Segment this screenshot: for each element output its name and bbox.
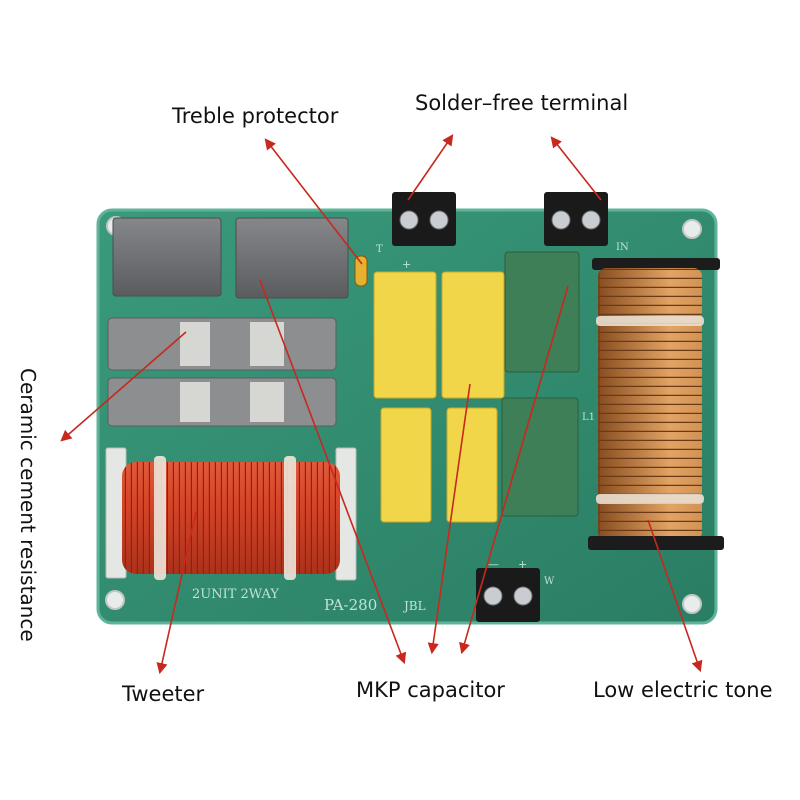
silkscreen-plus: + xyxy=(402,258,411,271)
silkscreen: 2UNIT 2WAY PA-280 JBL T IN W L1 + — + xyxy=(192,242,629,614)
silkscreen-2unit: 2UNIT 2WAY xyxy=(192,587,279,602)
label-treble-protector: Treble protector xyxy=(172,104,339,128)
arrow-treble xyxy=(264,138,363,265)
grey-capacitors xyxy=(112,217,349,299)
arrow-mkp-green xyxy=(459,285,569,655)
label-ceramic-cement-resistance-wrapper: Ceramic cement resistance xyxy=(8,368,40,668)
silkscreen-t: T xyxy=(376,244,383,255)
mkp-capacitors xyxy=(373,271,505,523)
arrow-mkp-yellow xyxy=(427,383,471,655)
arrow-solder-left xyxy=(407,134,454,201)
treble-protector-part xyxy=(354,255,368,287)
arrow-low-tone xyxy=(647,519,703,673)
arrow-ceramic xyxy=(60,331,187,442)
silkscreen-brand: JBL xyxy=(402,599,426,613)
label-solder-free-terminal: Solder–free terminal xyxy=(415,91,629,115)
silkscreen-w: W xyxy=(544,576,555,587)
green-capacitors xyxy=(501,251,580,517)
label-ceramic-cement-resistance: Ceramic cement resistance xyxy=(16,368,40,642)
terminals xyxy=(392,192,608,622)
label-mkp-capacitor: MKP capacitor xyxy=(356,678,505,702)
silkscreen-model: PA-280 xyxy=(324,596,377,614)
silkscreen-in: IN xyxy=(616,242,629,253)
silkscreen-l1: L1 xyxy=(582,412,595,423)
label-tweeter: Tweeter xyxy=(122,682,205,706)
tweeter-coil xyxy=(105,447,357,581)
label-low-electric-tone: Low electric tone xyxy=(593,678,773,702)
arrow-solder-right xyxy=(550,136,602,201)
arrow-mkp-grey xyxy=(259,279,407,665)
silkscreen-minus: — xyxy=(488,558,499,571)
arrow-tweeter xyxy=(156,511,197,675)
copper-coil xyxy=(588,258,724,550)
silkscreen-plus-w: + xyxy=(518,558,527,571)
callout-arrows xyxy=(60,134,703,675)
